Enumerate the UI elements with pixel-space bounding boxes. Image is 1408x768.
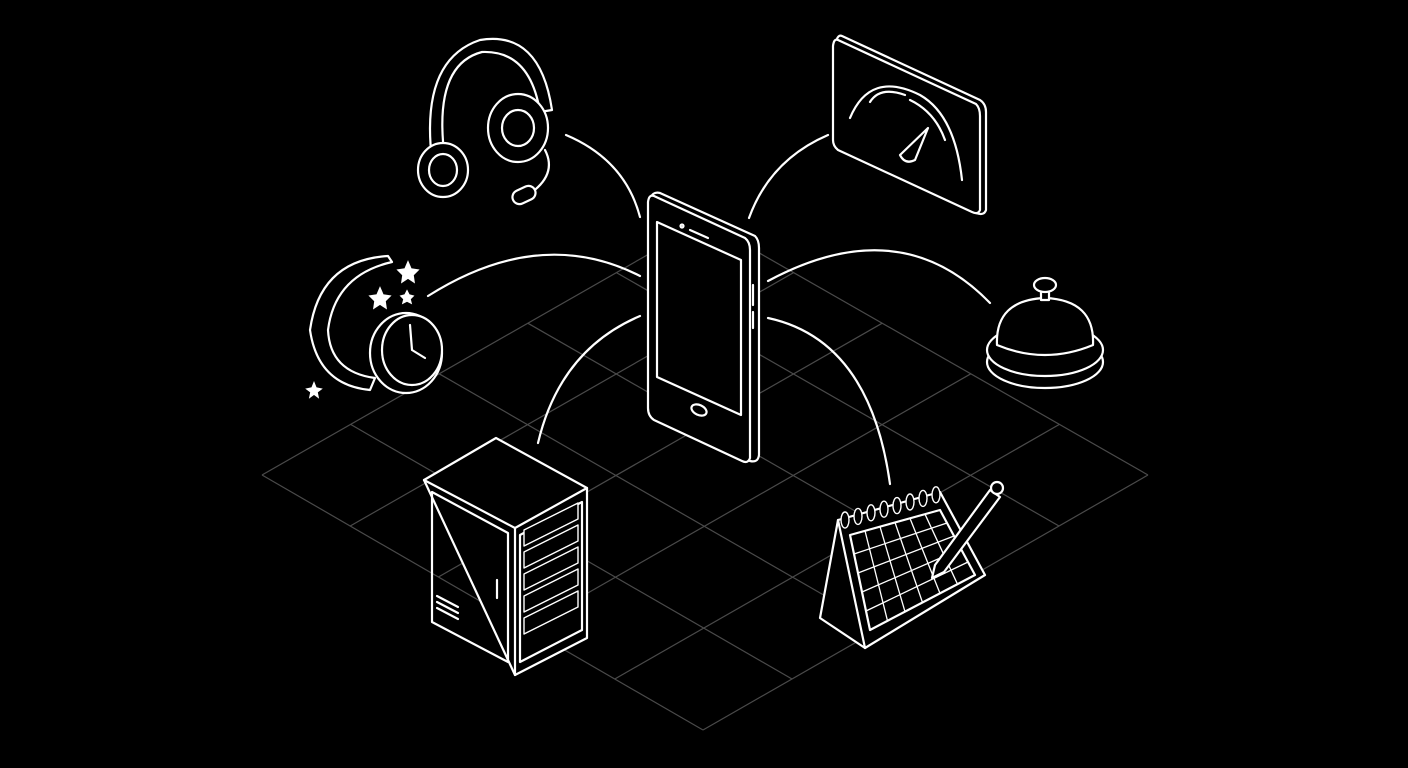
calendar-ring (853, 507, 863, 526)
connector-moon-clock (426, 253, 642, 298)
calendar-grid-line (909, 518, 941, 594)
server-unit (523, 524, 579, 569)
calendar-ring (905, 493, 915, 511)
grid-line (704, 221, 1149, 476)
connector-bell (766, 249, 992, 305)
calendar-ring (840, 511, 850, 529)
server-unit (523, 546, 579, 591)
calendar-grid-line (853, 522, 948, 555)
calendar-grid-line (924, 513, 959, 585)
calendar-grid-line (894, 522, 924, 603)
speedometer-gauge-icon (831, 34, 988, 216)
calendar-ring (879, 500, 889, 518)
smartphone-icon (646, 191, 761, 464)
calendar-ring (931, 486, 941, 504)
connector-gauge (747, 133, 830, 220)
connector-calendar (766, 316, 892, 486)
grid-line (526, 373, 972, 629)
server-rack-icon (422, 436, 589, 677)
server-unit (523, 568, 579, 613)
service-bell-icon (985, 276, 1105, 390)
grid-line (261, 221, 706, 476)
calendar-grid-line (857, 535, 955, 574)
calendar-ring (892, 496, 902, 515)
connector-headset (564, 133, 642, 219)
connector-lines (426, 133, 992, 486)
grid-line (438, 373, 882, 629)
headset-icon (416, 37, 554, 206)
server-unit (523, 502, 579, 547)
connector-server (536, 314, 642, 445)
calendar-grid-line (864, 530, 889, 621)
calendar-grid-line (865, 561, 969, 612)
calendar-grid-line (879, 526, 906, 612)
moon-clock-icon (305, 254, 444, 399)
desk-calendar-icon (818, 480, 1005, 650)
calendar-ring (866, 504, 876, 522)
calendar-ring (918, 489, 928, 508)
server-unit (523, 590, 579, 635)
